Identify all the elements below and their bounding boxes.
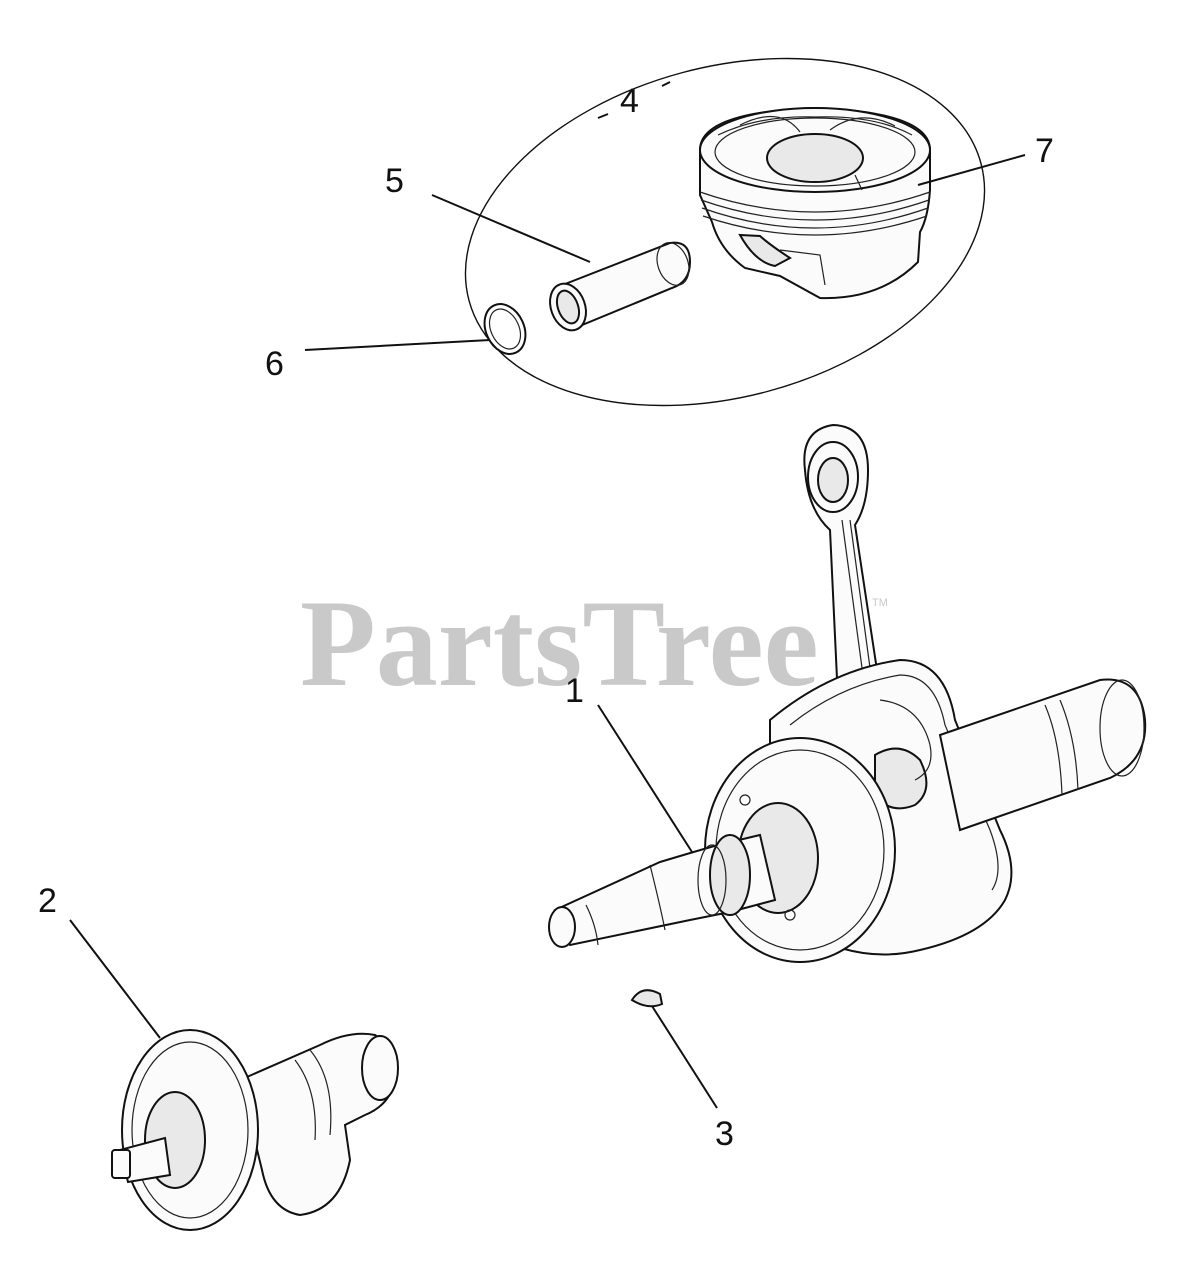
watermark: PartsTree TM [300,575,888,712]
leader-7 [917,154,1026,186]
piston-pin-icon[interactable] [544,238,695,335]
callout-5: 5 [385,162,404,200]
crankshaft-assembly-icon[interactable] [548,423,1147,963]
piston-kit-group-outline [464,57,986,407]
callout-7: 7 [1035,132,1054,170]
callout-3: 3 [715,1115,734,1153]
woodruff-key-icon[interactable] [630,989,664,1008]
leader-lines [69,81,1026,1109]
leader-5 [431,194,591,263]
leader-3 [651,1005,718,1109]
leader-2 [69,919,161,1039]
callout-2: 2 [38,882,57,920]
callout-6: 6 [265,345,284,383]
leader-6 [304,339,491,351]
callout-4: 4 [620,82,639,120]
pin-clip-ring-icon[interactable] [477,297,533,360]
leader-1 [597,704,693,853]
leader-4b [661,81,671,87]
piston-icon[interactable] [699,106,931,300]
watermark-text: PartsTree [300,575,819,712]
callout-1: 1 [565,672,584,710]
camshaft-gear-icon[interactable] [111,1029,399,1231]
callouts: 4 5 7 6 1 2 3 [38,82,1054,1153]
leader-4a [597,113,609,119]
watermark-tm: TM [872,597,888,609]
